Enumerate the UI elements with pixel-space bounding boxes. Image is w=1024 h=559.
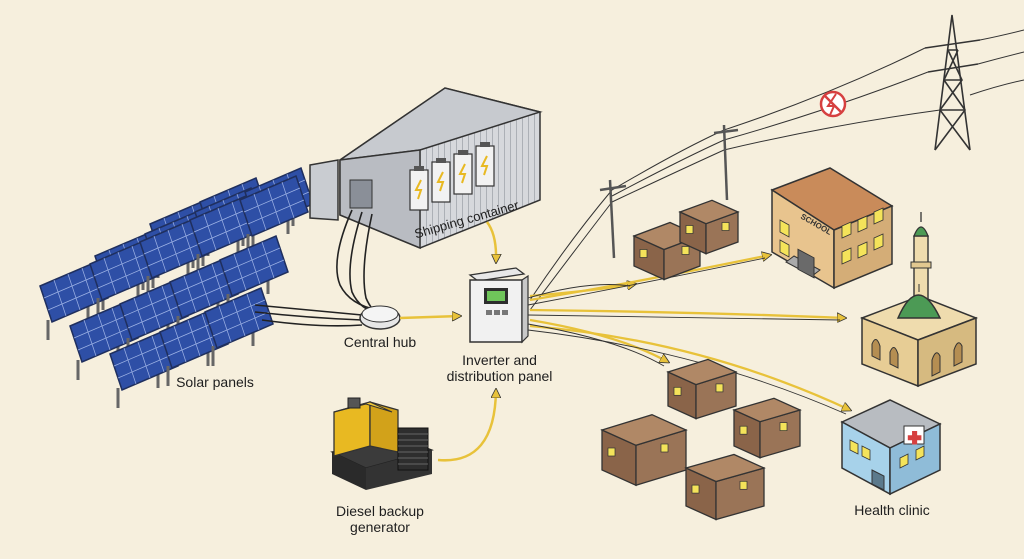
power-grid	[529, 14, 1024, 311]
solar-panel	[39, 260, 109, 340]
school-window	[873, 233, 884, 251]
transmission-tower	[924, 14, 981, 151]
school-window	[779, 219, 790, 238]
school-window	[857, 241, 868, 259]
power-lines	[529, 29, 1024, 311]
battery-unit	[453, 150, 473, 195]
house	[666, 358, 738, 420]
utility-pole-near	[599, 179, 627, 259]
school-window	[841, 221, 852, 239]
battery-unit	[475, 142, 495, 187]
school-window	[779, 239, 790, 258]
distribution-lines	[527, 257, 847, 415]
battery-unit	[431, 158, 451, 203]
mosque-building	[859, 212, 979, 388]
school-window	[873, 207, 884, 225]
battery-rack	[409, 142, 495, 211]
solar-panel	[239, 174, 309, 254]
school-window	[857, 215, 868, 233]
village-houses	[600, 199, 802, 521]
school-windows	[779, 207, 884, 265]
no-power-icon	[819, 90, 847, 118]
inverter-panel	[468, 267, 529, 344]
diesel-generator	[330, 397, 434, 490]
solar-panel-array	[39, 166, 314, 408]
utility-pole-far	[713, 124, 739, 201]
house	[732, 397, 802, 459]
central-hub	[359, 305, 401, 330]
health-clinic-building	[840, 399, 942, 496]
container-door	[309, 159, 339, 221]
input-arrows	[399, 221, 496, 462]
solar-panel	[189, 194, 259, 274]
house	[678, 199, 740, 255]
solar-panel	[204, 286, 274, 366]
label-inverter: Inverter and distribution panel	[446, 352, 553, 384]
battery-unit	[409, 166, 429, 211]
label-generator: Diesel backup generator	[336, 503, 424, 535]
label-solar-panels: Solar panels	[176, 374, 254, 390]
distribution-arrows	[529, 255, 850, 410]
mosque-dome	[896, 294, 942, 319]
label-central-hub: Central hub	[343, 334, 417, 350]
container-electrical-box	[349, 179, 373, 209]
school-window	[841, 247, 852, 265]
house	[600, 414, 688, 487]
house	[684, 453, 766, 521]
label-health-clinic: Health clinic	[854, 502, 930, 518]
shipping-container	[309, 87, 543, 250]
school-building: SCHOOL	[770, 167, 894, 290]
